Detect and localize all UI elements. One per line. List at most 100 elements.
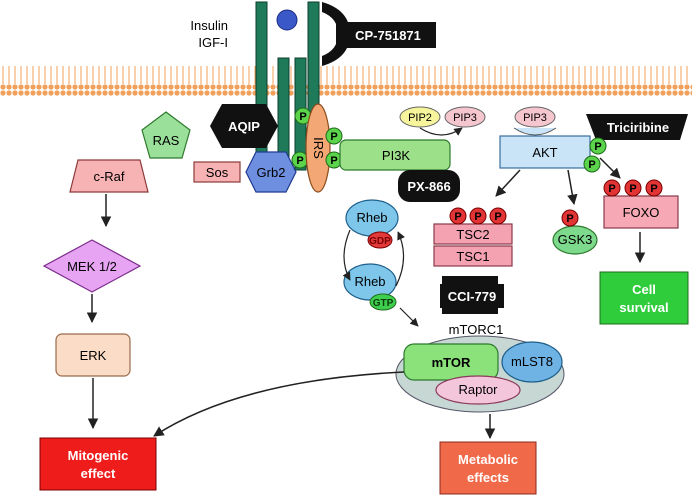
px866-label: PX-866: [407, 179, 450, 194]
craf-node: [69, 159, 149, 193]
phospho-label: P: [566, 213, 573, 225]
cci779-inhibitor: [440, 284, 504, 308]
pip2-to-pip3-arrow: [419, 127, 463, 136]
phospho-label: P: [494, 211, 501, 223]
phospho-gsk3: [561, 209, 579, 227]
pi3k-label: PI3K: [382, 148, 411, 163]
phospho-label: P: [330, 155, 337, 167]
mek-node: [42, 239, 142, 293]
ligand-label-igf: IGF-I: [198, 35, 228, 50]
mtor-to-mitogenic-arrow: [153, 371, 405, 437]
phospho-label: P: [296, 155, 303, 167]
metabolic-label-line2: effects: [467, 470, 509, 485]
px866-inhibitor: [398, 170, 460, 202]
irs-node: [305, 103, 331, 193]
sos-node: [193, 161, 241, 183]
akt-label: AKT: [532, 145, 557, 160]
phospho-label: P: [330, 131, 337, 143]
rheb-cycle-arrow: [342, 229, 351, 281]
phospho-tsc2: [489, 207, 507, 225]
phospho-foxo: [624, 179, 642, 197]
ligand-ball: [276, 9, 298, 31]
metabolic-label-line1: Metabolic: [458, 452, 518, 467]
gsk3-label: GSK3: [558, 232, 593, 247]
akt-to-gsk3-arrow: [567, 169, 578, 206]
gdp-label: GDP: [369, 236, 391, 247]
phospho-tsc2: [469, 207, 487, 225]
phospho-label: P: [629, 183, 636, 195]
akt-to-tsc-arrow: [495, 169, 521, 197]
tsc1-label: TSC1: [456, 249, 489, 264]
cp-inhibitor-box: [336, 22, 436, 48]
grb2-label: Grb2: [257, 165, 286, 180]
mtor-label: mTOR: [432, 355, 471, 370]
rheb-gdp-label: Rheb: [356, 210, 387, 225]
gtp-node: [369, 293, 397, 311]
mlst8-node: [501, 341, 563, 383]
pip3-akt-node: [514, 106, 556, 128]
gtp-label: GTP: [373, 298, 394, 309]
foxo-label: FOXO: [623, 205, 660, 220]
foxo-node: [603, 195, 679, 229]
aqip-inhibitor: [210, 104, 278, 148]
mitogenic-label-line1: Mitogenic: [68, 448, 129, 463]
mek-label: MEK 1/2: [67, 259, 117, 274]
tsc2-node: [433, 223, 513, 245]
pip2-node: [399, 106, 441, 128]
phospho-label: P: [588, 159, 595, 171]
phospho-akt: [589, 137, 607, 155]
erk-node: [55, 333, 131, 377]
mlst8-label: mLST8: [511, 354, 553, 369]
triciribine-inhibitor: [586, 114, 688, 140]
mtorc1-label: mTORC1: [449, 322, 504, 337]
raptor-node: [435, 375, 521, 405]
cell-membrane: [0, 66, 692, 96]
cp-antibody-shape: [322, 2, 350, 66]
ras-node: [141, 111, 191, 159]
cci779-label: CCI-779: [448, 289, 496, 304]
akt-to-foxo-arrow: [599, 157, 621, 179]
pip3-node: [444, 106, 486, 128]
tsc1-node: [433, 245, 513, 267]
pi3k-node: [339, 139, 451, 171]
cci-bar: [442, 308, 498, 314]
rheb-gtp-label: Rheb: [354, 274, 385, 289]
phospho-label: P: [608, 183, 615, 195]
receptor-bar: [307, 1, 320, 113]
survival-label-line1: Cell: [632, 282, 656, 297]
phospho-label: P: [650, 183, 657, 195]
phospho-label: P: [594, 141, 601, 153]
gdp-node: [367, 231, 393, 249]
pip3-label: PIP3: [453, 112, 477, 124]
phospho-akt: [583, 155, 601, 173]
irs-label: IRS: [311, 137, 326, 159]
cci-bar: [442, 276, 498, 284]
phospho-irs: [325, 127, 343, 145]
craf-label: c-Raf: [93, 169, 124, 184]
phospho-label: P: [454, 211, 461, 223]
phospho-label: P: [299, 111, 306, 123]
survival-label-line2: survival: [619, 300, 668, 315]
mitogenic-outcome: [39, 437, 157, 491]
triciribine-label: Triciribine: [607, 120, 669, 135]
phospho-foxo: [603, 179, 621, 197]
phospho-foxo: [645, 179, 663, 197]
rheb-cycle-arrow: [395, 231, 405, 287]
pip2-label: PIP2: [408, 112, 432, 124]
aqip-label: AQIP: [228, 119, 260, 134]
metabolic-outcome: [439, 441, 537, 495]
ras-label: RAS: [153, 133, 180, 148]
pip3-akt-label: PIP3: [523, 112, 547, 124]
survival-outcome: [599, 271, 689, 325]
sos-label: Sos: [206, 165, 229, 180]
raptor-label: Raptor: [458, 382, 498, 397]
gsk3-node: [552, 225, 598, 255]
mitogenic-label-line2: effect: [81, 466, 116, 481]
rheb-to-mtorc1-arrow: [399, 307, 419, 327]
phospho-tsc2: [449, 207, 467, 225]
ligand-label-insulin: Insulin: [190, 18, 228, 33]
phospho-label: P: [474, 211, 481, 223]
erk-label: ERK: [80, 348, 107, 363]
